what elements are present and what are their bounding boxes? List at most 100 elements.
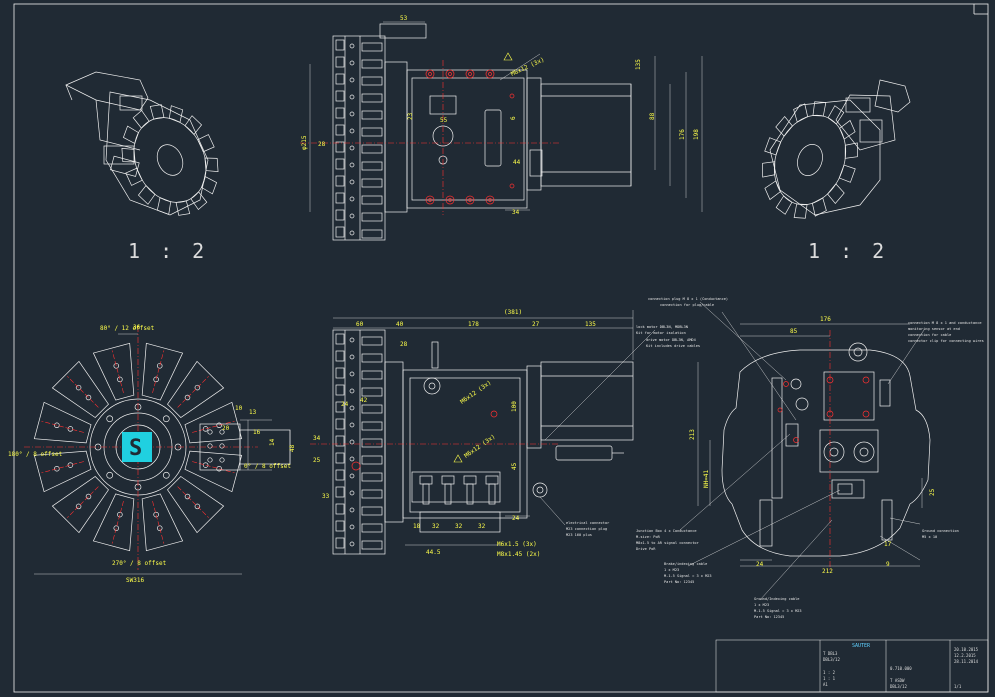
dim-side-24b: 24: [512, 515, 520, 522]
top-view: 53 φ215 28 23 55 135 88 176 198 6 44 34 …: [300, 15, 703, 241]
title-block-r2: DBL3/12: [823, 657, 840, 662]
dim-side-27: 27: [532, 321, 540, 328]
dim-side-25: 25: [313, 457, 321, 464]
title-block-date1: 20.10.2015: [954, 647, 979, 652]
note-rear-r1c: connection for cable: [908, 333, 951, 337]
note-connector-3: M23 160 plus: [566, 533, 592, 537]
note-rear-l2c: M8x1.5 to AR signal connector: [636, 541, 700, 545]
note-rear-l1: connection plug M 8 x 1 (Conductance): [648, 297, 728, 301]
note-rear-l1b: connection for plug/cable: [660, 303, 714, 307]
rear-view: 176 85 213 NH=41 25 24 212 17 9 connecti…: [636, 297, 984, 619]
title-block-scale2: 1 : 1: [823, 676, 836, 681]
dim-side-42: 42: [360, 397, 368, 404]
note-rear-l4d: Part No: 12345: [754, 615, 784, 619]
dim-rear-212: 212: [822, 568, 833, 575]
title-block-name1: T ASDW: [890, 678, 905, 683]
dim-top-135: 135: [635, 59, 642, 70]
dim-side-40: 40: [396, 321, 404, 328]
dim-front-180: 180° / 8 offset: [8, 451, 63, 458]
title-block-company: SAUTER: [852, 643, 871, 649]
dim-front-36: 36: [133, 324, 141, 331]
warning-triangle-icon-2: [453, 454, 463, 463]
dim-side-100: 100: [511, 401, 518, 412]
title-block-name2: DBL3/12: [890, 684, 907, 689]
note-rear-r1b: monitoring sensor at end: [908, 327, 960, 331]
iso-view-left: [65, 71, 219, 216]
title-block-date2: 12.2.2015: [954, 653, 976, 658]
title-block-date3: 28.11.2014: [954, 659, 979, 664]
title-block-dwg: 0.710.000: [890, 666, 912, 671]
title-block-scale1: 1 : 2: [823, 670, 836, 675]
dim-rear-25: 25: [929, 488, 936, 496]
dim-side-381: (381): [504, 309, 522, 316]
note-rear-l3d: Part No: 12345: [664, 580, 694, 584]
note-rear-r1d: connector clip for connecting wires: [908, 339, 984, 343]
note-rear-l2d: Drive PoR: [636, 547, 656, 551]
note-drive-motor: drive motor DBL3N, AMD4: [646, 338, 696, 342]
title-block: SAUTER T DBL3 DBL3/12 1 : 2 1 : 1 A1 T A…: [715, 639, 989, 693]
dim-side-m6a: M6x1.5 (3x): [497, 541, 537, 548]
dim-front-20: 20: [222, 425, 230, 432]
note-rear-l4b: 1 x M23: [754, 603, 769, 607]
title-block-sheet: 1/1: [954, 684, 962, 689]
dim-front-0: 0° / 8 offset: [244, 463, 291, 470]
note-connector: electrical connector: [566, 521, 610, 525]
note-rear-r2b: M5 x 10: [922, 535, 937, 539]
dim-front-80: 80° / 12 offset: [100, 325, 155, 332]
note-lock-motor: lock motor DBL3N, MDBL3N: [636, 325, 688, 329]
note-rear-l2b: M-size: PoR: [636, 535, 661, 539]
scale-label-right: 1 : 2: [808, 239, 888, 263]
dim-front-16: 16: [253, 429, 261, 436]
dim-side-m6b: M8x1.45 (2x): [497, 551, 540, 558]
drawing-frame: [13, 3, 989, 693]
dim-rear-176: 176: [820, 316, 831, 323]
warning-triangle-icon: [503, 52, 513, 61]
note-rear-l4: Ground/Indexing cable: [754, 597, 799, 601]
dim-rear-17: 17: [884, 541, 892, 548]
note-rear-l2: Junction Box 4 x Conductance: [636, 529, 697, 533]
dim-side-34: 34: [313, 435, 321, 442]
dim-front-14: 14: [269, 438, 276, 446]
note-rear-l3c: M-1.5 Signal = 3 x M23: [664, 574, 712, 578]
note-rear-l3b: 1 x M23: [664, 568, 679, 572]
iso-view-right: [762, 79, 911, 219]
dim-top-phi: φ215: [301, 135, 308, 150]
dim-side-32a: 32: [432, 523, 440, 530]
dim-side-45: 45: [511, 462, 518, 470]
dim-top-23: 23: [407, 112, 414, 120]
dim-top-55: 55: [440, 117, 448, 124]
dim-top-176: 176: [679, 129, 686, 140]
dim-top-34: 34: [512, 209, 520, 216]
title-block-r1: T DBL3: [823, 651, 838, 656]
dim-rear-85: 85: [790, 328, 798, 335]
dim-rear-24: 24: [756, 561, 764, 568]
dim-front-270: 270° / 8 offset: [112, 560, 167, 567]
front-view: S 80° / 12 offset 36 10 13 20 16 14 48 1…: [8, 324, 296, 584]
note-rear-r2: Ground connection: [922, 529, 959, 533]
dim-top-88: 88: [649, 112, 656, 120]
note-rear-r1: connection M 8 x 1 and conductance: [908, 321, 982, 325]
dim-side-18: 18: [413, 523, 421, 530]
dim-rear-9: 9: [886, 561, 890, 568]
dim-rear-213: 213: [689, 429, 696, 440]
dim-side-32b: 32: [455, 523, 463, 530]
side-view: (381) 60 40 178 27 135 28 24 42 34 25 33…: [310, 309, 700, 558]
dim-top-53: 53: [400, 15, 408, 22]
title-block-format: A1: [823, 682, 828, 687]
note-connector-2: M23 connection plug: [566, 527, 607, 531]
note-drive-motor-2: Kit includes drive cables: [646, 344, 700, 348]
dim-rear-nh: NH=41: [703, 470, 710, 488]
turret-logo-letter: S: [129, 436, 142, 461]
dim-front-10: 10: [235, 405, 243, 412]
turret-logo: [122, 432, 152, 462]
dim-top-6: 6: [510, 116, 517, 120]
dim-front-13: 13: [249, 409, 257, 416]
note-rear-l3: Brake/indexing cable: [664, 562, 707, 566]
dim-side-60: 60: [356, 321, 364, 328]
dim-top-198: 198: [693, 129, 700, 140]
dim-side-24: 24: [341, 401, 349, 408]
dim-front-sw: SW316: [126, 577, 144, 584]
dim-top-28: 28: [318, 141, 326, 148]
note-rear-l4c: M-1.5 Signal = 3 x M23: [754, 609, 802, 613]
